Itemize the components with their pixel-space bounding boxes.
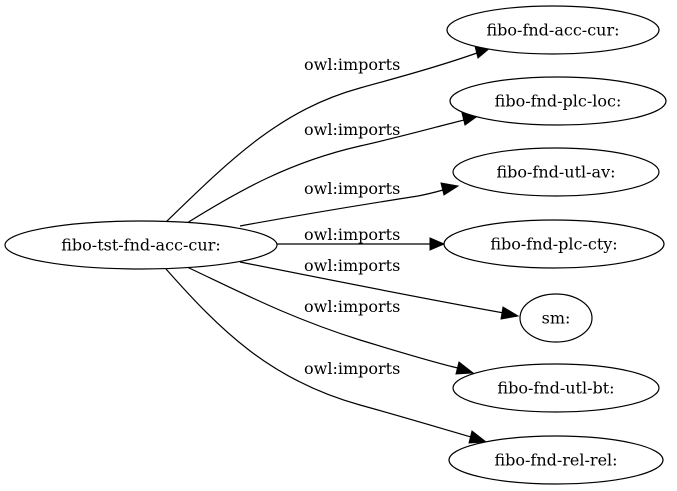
node-fibo-fnd-rel-rel[interactable]: fibo-fnd-rel-rel: xyxy=(448,435,664,485)
node-ellipse xyxy=(449,76,667,126)
node-ellipse xyxy=(443,219,665,269)
node-label: fibo-fnd-plc-cty: xyxy=(490,235,617,254)
edge-to-fibo-fnd-acc-cur: owl:imports xyxy=(165,45,493,223)
node-fibo-fnd-plc-cty[interactable]: fibo-fnd-plc-cty: xyxy=(443,219,665,269)
edge-line xyxy=(165,52,478,223)
edge-label: owl:imports xyxy=(304,225,400,244)
edge-to-fibo-fnd-utl-bt: owl:imports xyxy=(186,266,475,375)
edge-to-sm: owl:imports xyxy=(239,256,520,320)
edge-label: owl:imports xyxy=(304,179,400,198)
edge-label: owl:imports xyxy=(304,55,400,74)
node-label: fibo-fnd-plc-loc: xyxy=(495,92,622,111)
node-ellipse xyxy=(452,147,660,197)
edges: owl:imports owl:imports owl:imports owl:… xyxy=(165,45,520,444)
node-ellipse xyxy=(519,293,593,343)
edge-line xyxy=(165,268,472,438)
node-sm[interactable]: sm: xyxy=(519,293,593,343)
node-ellipse xyxy=(4,220,278,270)
edge-line xyxy=(186,266,459,369)
node-ellipse xyxy=(448,435,664,485)
node-label: fibo-fnd-utl-bt: xyxy=(497,379,614,398)
nodes: fibo-tst-fnd-acc-cur: fibo-fnd-acc-cur: … xyxy=(4,5,667,485)
edge-to-fibo-fnd-plc-loc: owl:imports xyxy=(186,112,481,224)
node-fibo-fnd-utl-av[interactable]: fibo-fnd-utl-av: xyxy=(452,147,660,197)
edge-label: owl:imports xyxy=(304,359,400,378)
node-fibo-fnd-acc-cur[interactable]: fibo-fnd-acc-cur: xyxy=(446,5,660,55)
node-label: fibo-fnd-utl-av: xyxy=(496,163,615,182)
edge-label: owl:imports xyxy=(304,120,400,139)
node-ellipse xyxy=(452,363,660,413)
arrow-head xyxy=(440,182,460,196)
node-label: fibo-fnd-rel-rel: xyxy=(494,451,617,470)
node-ellipse xyxy=(446,5,660,55)
node-fibo-fnd-utl-bt[interactable]: fibo-fnd-utl-bt: xyxy=(452,363,660,413)
arrow-head xyxy=(455,361,475,375)
edge-to-fibo-fnd-rel-rel: owl:imports xyxy=(165,268,488,444)
edge-line xyxy=(239,261,505,314)
edge-line xyxy=(186,119,465,224)
arrow-head xyxy=(468,430,488,444)
node-label: fibo-tst-fnd-acc-cur: xyxy=(61,236,220,255)
edge-to-fibo-fnd-utl-av: owl:imports xyxy=(239,179,460,227)
edge-to-fibo-fnd-plc-cty: owl:imports xyxy=(277,225,446,251)
node-label: fibo-fnd-acc-cur: xyxy=(487,21,620,40)
edge-line xyxy=(239,189,444,227)
node-fibo-tst-fnd-acc-cur[interactable]: fibo-tst-fnd-acc-cur: xyxy=(4,220,278,270)
node-fibo-fnd-plc-loc[interactable]: fibo-fnd-plc-loc: xyxy=(449,76,667,126)
edge-label: owl:imports xyxy=(304,256,400,275)
node-label: sm: xyxy=(542,309,571,328)
arrow-head xyxy=(429,237,446,251)
edge-label: owl:imports xyxy=(304,297,400,316)
arrow-head xyxy=(500,306,520,320)
